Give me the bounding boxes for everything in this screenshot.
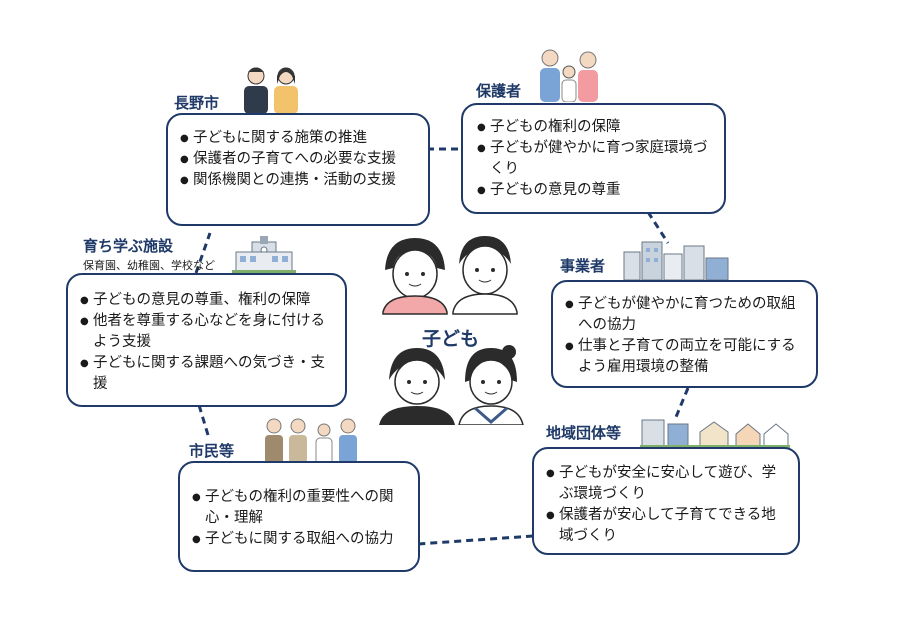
school-building-icon (232, 236, 296, 274)
link-community-citizens (417, 534, 534, 546)
city-staff-icon (244, 67, 298, 114)
node-box-guardian: 子どもの権利の保障 子どもが健やかに育つ家庭環境づくり 子どもの意見の尊重 (461, 103, 726, 214)
office-buildings-icon (623, 241, 729, 280)
business-item-1: 子どもが健やかに育つための取組への協力 (565, 294, 804, 336)
business-item-2: 仕事と子育ての両立を可能にするよう雇用環境の整備 (565, 336, 804, 378)
family-icon (540, 49, 598, 102)
node-title-nagano: 長野市 (174, 94, 220, 112)
node-box-citizens: 子どもの権利の重要性への関心・理解 子どもに関する取組への協力 (178, 461, 420, 572)
guardian-item-3: 子どもの意見の尊重 (477, 180, 710, 201)
nagano-item-1: 子どもに関する施策の推進 (180, 128, 416, 149)
node-box-business: 子どもが健やかに育つための取組への協力 仕事と子育ての両立を可能にするよう雇用環… (551, 280, 818, 388)
link-guardian-business (646, 211, 670, 244)
nagano-item-2: 保護者の子育てへの必要な支援 (180, 149, 416, 170)
citizens-group-icon (265, 418, 357, 464)
houses-icon (640, 419, 790, 448)
guardian-item-2: 子どもが健やかに育つ家庭環境づくり (477, 138, 710, 180)
children-icon (379, 236, 524, 425)
guardian-item-1: 子どもの権利の保障 (477, 117, 710, 138)
nagano-item-3: 関係機関との連携・活動の支援 (180, 170, 416, 191)
node-title-business: 事業者 (560, 257, 606, 275)
citizens-item-2: 子どもに関する取組への協力 (192, 529, 406, 550)
node-box-community: 子どもが安全に安心して遊び、学ぶ環境づくり 保護者が安心して子育てできる地域づく… (532, 447, 800, 555)
node-subtitle-facility: 保育園、幼稚園、学校など (83, 259, 215, 272)
node-box-facility: 子どもの意見の尊重、権利の保障 他者を尊重する心などを身に付けるよう支援 子ども… (66, 273, 347, 407)
link-citizens-facility (197, 404, 210, 436)
facility-item-3: 子どもに関する課題への気づき・支援 (80, 353, 333, 395)
node-box-nagano: 子どもに関する施策の推進 保護者の子育てへの必要な支援 関係機関との連携・活動の… (166, 113, 430, 226)
facility-item-1: 子どもの意見の尊重、権利の保障 (80, 290, 333, 311)
node-title-guardian: 保護者 (476, 82, 522, 100)
center-label-children: 子ども (422, 328, 480, 350)
facility-item-2: 他者を尊重する心などを身に付けるよう支援 (80, 311, 333, 353)
citizens-item-1: 子どもの権利の重要性への関心・理解 (192, 487, 406, 529)
node-title-citizens: 市民等 (189, 442, 235, 460)
node-title-facility: 育ち学ぶ施設 (83, 237, 174, 255)
link-business-community (674, 387, 690, 418)
community-item-2: 保護者が安心して子育てできる地域づくり (546, 505, 786, 547)
node-title-community: 地域団体等 (546, 424, 622, 442)
community-item-1: 子どもが安全に安心して遊び、学ぶ環境づくり (546, 463, 786, 505)
